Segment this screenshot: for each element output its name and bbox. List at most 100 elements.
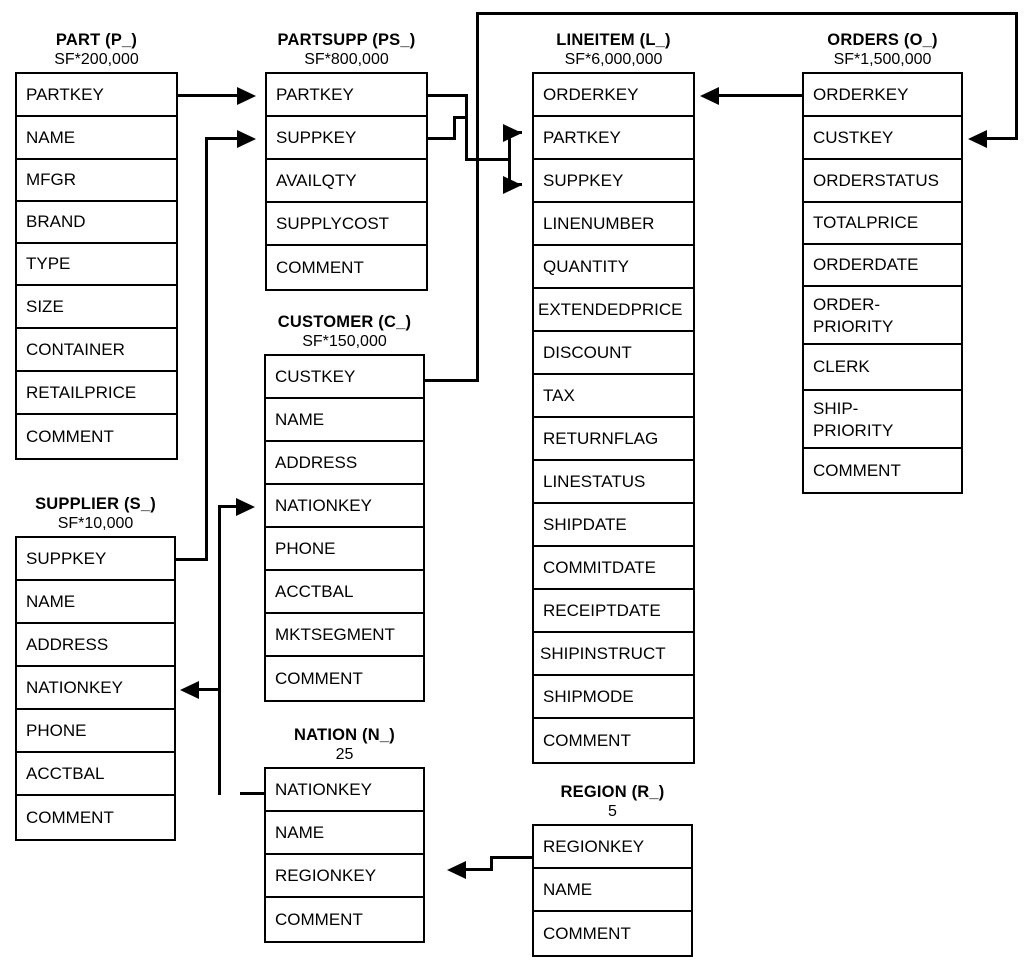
column-lineitem-commitdate[interactable]: COMMITDATE: [534, 547, 693, 590]
connector-supplier-suppkey-h1: [176, 558, 208, 561]
connector-partsupp-merge-h: [453, 116, 468, 119]
column-orders-orderdate[interactable]: ORDERDATE: [804, 245, 961, 287]
connector-customer-custkey-h1: [425, 379, 479, 382]
column-nation-comment[interactable]: COMMENT: [275, 909, 363, 929]
column-lineitem-orderkey[interactable]: ORDERKEY: [534, 74, 693, 117]
column-region-comment[interactable]: COMMENT: [543, 923, 631, 943]
table-customer-title: CUSTOMER (C_): [277, 313, 412, 331]
column-nation-nationkey[interactable]: NATIONKEY: [266, 769, 423, 812]
column-lineitem-extendedprice[interactable]: EXTENDEDPRICE: [534, 289, 693, 332]
connector-partsupp-partkey-h: [428, 94, 468, 97]
column-customer-custkey[interactable]: CUSTKEY: [266, 356, 423, 399]
connector-part-partkey-to-partsupp: [178, 94, 238, 97]
column-supplier-phone[interactable]: PHONE: [17, 710, 174, 753]
column-customer-name[interactable]: NAME: [266, 399, 423, 442]
column-lineitem-tax[interactable]: TAX: [534, 375, 693, 418]
connector-partsupp-partkey-v: [465, 94, 468, 116]
column-orders-shippriority-line2: PRIORITY: [813, 421, 894, 440]
column-lineitem-linenumber[interactable]: LINENUMBER: [534, 203, 693, 246]
table-region-title: REGION (R_): [560, 783, 665, 801]
table-supplier-title: SUPPLIER (S_): [35, 495, 156, 513]
column-supplier-nationkey[interactable]: NATIONKEY: [17, 667, 174, 710]
table-supplier-cardinality: SF*10,000: [57, 515, 134, 532]
connector-region-regionkey-v: [490, 856, 493, 870]
column-orders-orderpriority-line2: PRIORITY: [813, 317, 894, 336]
table-part: PART (P_) SF*200,000 PARTKEY NAME MFGR B…: [15, 30, 178, 460]
column-orders-orderkey[interactable]: ORDERKEY: [804, 74, 961, 117]
column-partsupp-partkey[interactable]: PARTKEY: [267, 74, 426, 117]
column-part-type[interactable]: TYPE: [17, 244, 176, 286]
column-orders-totalprice[interactable]: TOTALPRICE: [804, 203, 961, 245]
column-orders-clerk[interactable]: CLERK: [804, 345, 961, 391]
table-customer-cardinality: SF*150,000: [302, 333, 387, 350]
table-part-cardinality: SF*200,000: [54, 51, 139, 68]
column-customer-phone[interactable]: PHONE: [266, 528, 423, 571]
column-partsupp-comment[interactable]: COMMENT: [276, 257, 364, 277]
column-part-mfgr[interactable]: MFGR: [17, 160, 176, 202]
column-nation-name[interactable]: NAME: [266, 812, 423, 855]
connector-region-regionkey-h1: [490, 856, 532, 859]
column-lineitem-shipdate[interactable]: SHIPDATE: [534, 504, 693, 547]
table-lineitem: LINEITEM (L_) SF*6,000,000 ORDERKEY PART…: [532, 30, 695, 764]
column-lineitem-returnflag[interactable]: RETURNFLAG: [534, 418, 693, 461]
column-part-comment[interactable]: COMMENT: [26, 426, 114, 446]
column-customer-nationkey[interactable]: NATIONKEY: [266, 485, 423, 528]
column-orders-shippriority[interactable]: SHIP- PRIORITY: [804, 391, 961, 449]
column-lineitem-quantity[interactable]: QUANTITY: [534, 246, 693, 289]
column-lineitem-shipinstruct[interactable]: SHIPINSTRUCT: [534, 633, 693, 676]
column-supplier-name[interactable]: NAME: [17, 581, 174, 624]
column-partsupp-availqty[interactable]: AVAILQTY: [267, 160, 426, 203]
column-region-regionkey[interactable]: REGIONKEY: [534, 826, 691, 869]
table-lineitem-title: LINEITEM (L_): [556, 31, 671, 49]
column-orders-shippriority-line1: SHIP-: [813, 399, 859, 418]
column-partsupp-suppkey[interactable]: SUPPKEY: [267, 117, 426, 160]
column-partsupp-supplycost[interactable]: SUPPLYCOST: [267, 203, 426, 246]
table-lineitem-cardinality: SF*6,000,000: [564, 51, 663, 68]
column-lineitem-receiptdate[interactable]: RECEIPTDATE: [534, 590, 693, 633]
table-orders-box: ORDERKEY CUSTKEY ORDERSTATUS TOTALPRICE …: [802, 72, 963, 494]
table-nation-box: NATIONKEY NAME REGIONKEY COMMENT: [264, 767, 425, 943]
column-lineitem-partkey[interactable]: PARTKEY: [534, 117, 693, 160]
column-lineitem-comment[interactable]: COMMENT: [543, 730, 631, 750]
column-region-name[interactable]: NAME: [534, 869, 691, 912]
table-supplier-box: SUPPKEY NAME ADDRESS NATIONKEY PHONE ACC…: [15, 536, 176, 841]
column-lineitem-linestatus[interactable]: LINESTATUS: [534, 461, 693, 504]
table-lineitem-box: ORDERKEY PARTKEY SUPPKEY LINENUMBER QUAN…: [532, 72, 695, 764]
arrowhead-supplier-nationkey: [180, 680, 199, 699]
column-customer-address[interactable]: ADDRESS: [266, 442, 423, 485]
table-nation-title: NATION (N_): [294, 726, 395, 744]
column-orders-orderstatus[interactable]: ORDERSTATUS: [804, 160, 961, 203]
connector-partsupp-merge-v: [465, 116, 468, 161]
column-customer-comment[interactable]: COMMENT: [275, 668, 363, 688]
column-lineitem-discount[interactable]: DISCOUNT: [534, 332, 693, 375]
column-nation-regionkey[interactable]: REGIONKEY: [266, 855, 423, 898]
connector-supplier-suppkey-h2: [205, 137, 238, 140]
column-part-brand[interactable]: BRAND: [17, 202, 176, 244]
column-part-retailprice[interactable]: RETAILPRICE: [17, 372, 176, 415]
column-supplier-comment[interactable]: COMMENT: [26, 807, 114, 827]
column-part-name[interactable]: NAME: [17, 117, 176, 160]
column-orders-orderpriority-line1: ORDER-: [813, 295, 881, 314]
column-customer-acctbal[interactable]: ACCTBAL: [266, 571, 423, 614]
table-customer-box: CUSTKEY NAME ADDRESS NATIONKEY PHONE ACC…: [264, 354, 425, 702]
table-region-cardinality: 5: [608, 803, 617, 820]
column-lineitem-shipmode[interactable]: SHIPMODE: [534, 676, 693, 719]
connector-nation-nationkey-v: [218, 505, 221, 795]
column-customer-mktsegment[interactable]: MKTSEGMENT: [266, 614, 423, 657]
table-orders: ORDERS (O_) SF*1,500,000 ORDERKEY CUSTKE…: [802, 30, 963, 494]
arrowhead-customer-nationkey: [236, 497, 255, 516]
column-part-size[interactable]: SIZE: [17, 286, 176, 329]
table-region: REGION (R_) 5 REGIONKEY NAME COMMENT: [532, 782, 693, 957]
column-part-partkey[interactable]: PARTKEY: [17, 74, 176, 117]
column-supplier-acctbal[interactable]: ACCTBAL: [17, 753, 174, 796]
column-part-container[interactable]: CONTAINER: [17, 329, 176, 372]
column-orders-custkey[interactable]: CUSTKEY: [804, 117, 961, 160]
connector-partsupp-merge-out: [465, 158, 511, 161]
column-supplier-address[interactable]: ADDRESS: [17, 624, 174, 667]
column-orders-orderpriority[interactable]: ORDER- PRIORITY: [804, 287, 961, 345]
arrowhead-partsupp-partkey: [237, 86, 256, 105]
column-supplier-suppkey[interactable]: SUPPKEY: [17, 538, 174, 581]
table-nation-cardinality: 25: [335, 746, 354, 763]
column-lineitem-suppkey[interactable]: SUPPKEY: [534, 160, 693, 203]
column-orders-comment[interactable]: COMMENT: [813, 460, 901, 480]
